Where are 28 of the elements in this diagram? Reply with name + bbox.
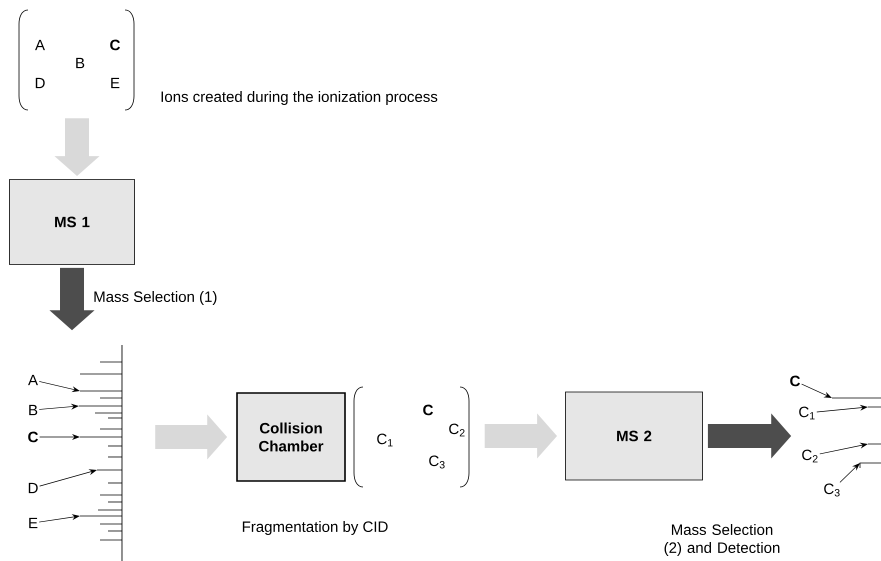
ion-label: C$_{2}$ (449, 424, 465, 436)
ion-label: D (36, 78, 45, 88)
ion-label: C (790, 376, 800, 386)
ion-label: A (28, 374, 38, 386)
ion-label: D (28, 482, 38, 494)
description-text: Ions created during the ionization process (162, 91, 438, 105)
description-text: Mass Selection (2) and Detection (664, 524, 780, 556)
ion-label: B (76, 58, 84, 68)
process-box: MS 2 (565, 392, 703, 480)
ion-label: C$_{1}$ (799, 406, 815, 420)
description-text: Fragmentation by CID (242, 521, 388, 535)
leader-line (840, 463, 860, 483)
spectrum-drawing (78, 344, 122, 561)
ion-label: C$_{2}$ (802, 450, 818, 462)
ion-label: C$_{3}$ (429, 456, 445, 468)
spectrum-drawing (832, 398, 881, 468)
ion-label: E (29, 518, 38, 528)
ion-label: C (110, 40, 120, 50)
ion-label: A (35, 40, 45, 50)
ion-label: C$_{3}$ (824, 484, 840, 496)
ion-label: B (29, 404, 38, 416)
process-box: MS 1 (9, 179, 135, 265)
ion-label: E (111, 78, 120, 88)
process-box: Collision Chamber (236, 392, 346, 482)
edge-label: Mass Selection (1) (94, 291, 216, 305)
ion-label: C (28, 432, 38, 442)
ion-label: C (423, 404, 433, 416)
ion-label: C$_{1}$ (377, 434, 393, 446)
